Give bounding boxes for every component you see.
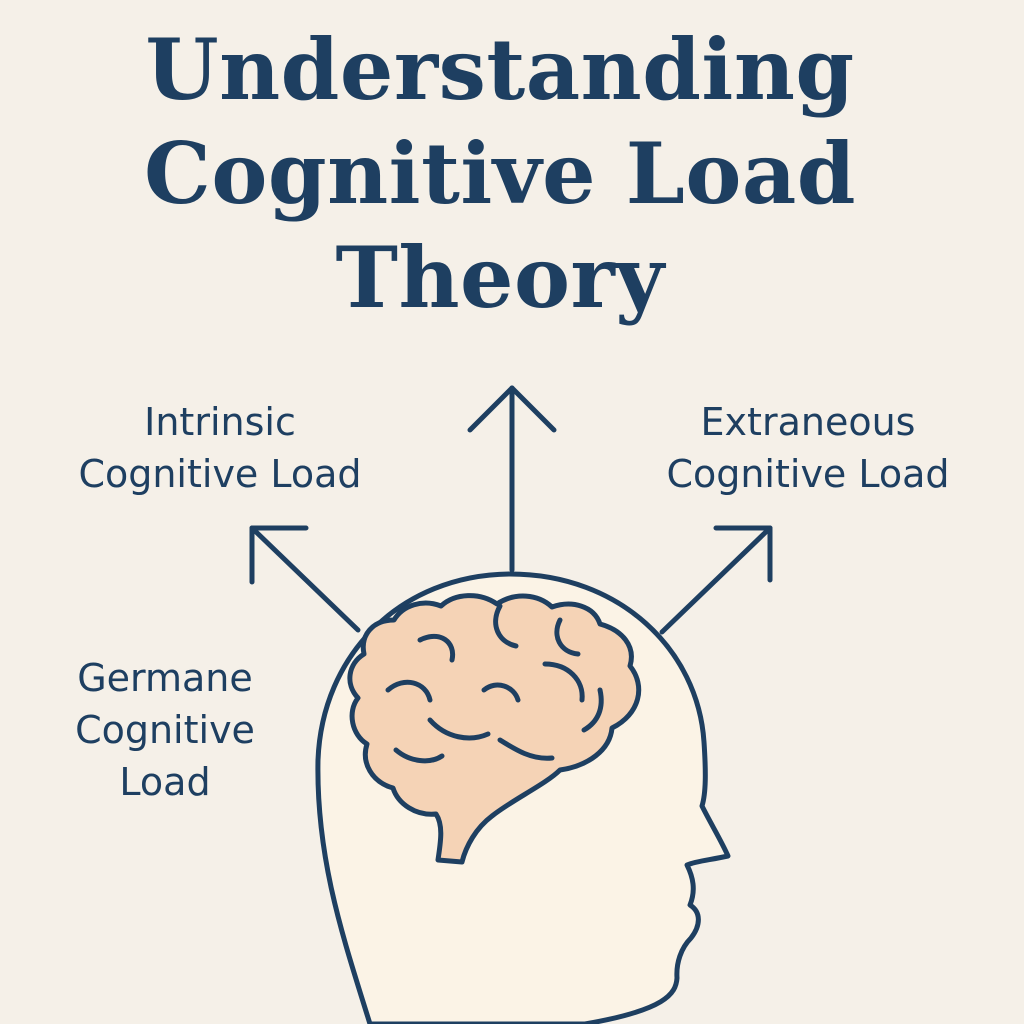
brain-fold <box>493 603 519 649</box>
brain-fold <box>497 737 555 761</box>
extraneous-load-label: Extraneous Cognitive Load <box>628 396 988 500</box>
brain-icon <box>347 593 642 865</box>
brain-fold <box>481 682 521 703</box>
label-line: Cognitive Load <box>666 452 950 496</box>
brain-fold <box>542 661 585 703</box>
arrow-up-left <box>249 525 361 633</box>
label-line: Extraneous <box>700 400 916 444</box>
page-title: Understanding Cognitive Load Theory <box>0 18 1000 330</box>
arrow-up-right <box>659 525 773 635</box>
brain-fold <box>385 679 433 703</box>
arrow-up <box>467 385 557 573</box>
label-line: Cognitive Load <box>78 452 362 496</box>
brain-fold <box>554 617 581 657</box>
brain-fold <box>417 633 456 663</box>
brain-fold <box>581 687 604 733</box>
label-line: Germane <box>77 656 253 700</box>
title-line: Theory <box>335 228 665 327</box>
brain-fold <box>427 717 491 741</box>
label-line: Cognitive <box>75 708 255 752</box>
label-line: Intrinsic <box>144 400 296 444</box>
title-line: Understanding <box>145 20 855 119</box>
brain-fold <box>393 747 445 764</box>
intrinsic-load-label: Intrinsic Cognitive Load <box>40 396 400 500</box>
label-line: Load <box>119 760 211 804</box>
title-line: Cognitive Load <box>143 124 857 223</box>
brain-outline <box>347 593 642 865</box>
germane-load-label: Germane Cognitive Load <box>30 652 300 808</box>
